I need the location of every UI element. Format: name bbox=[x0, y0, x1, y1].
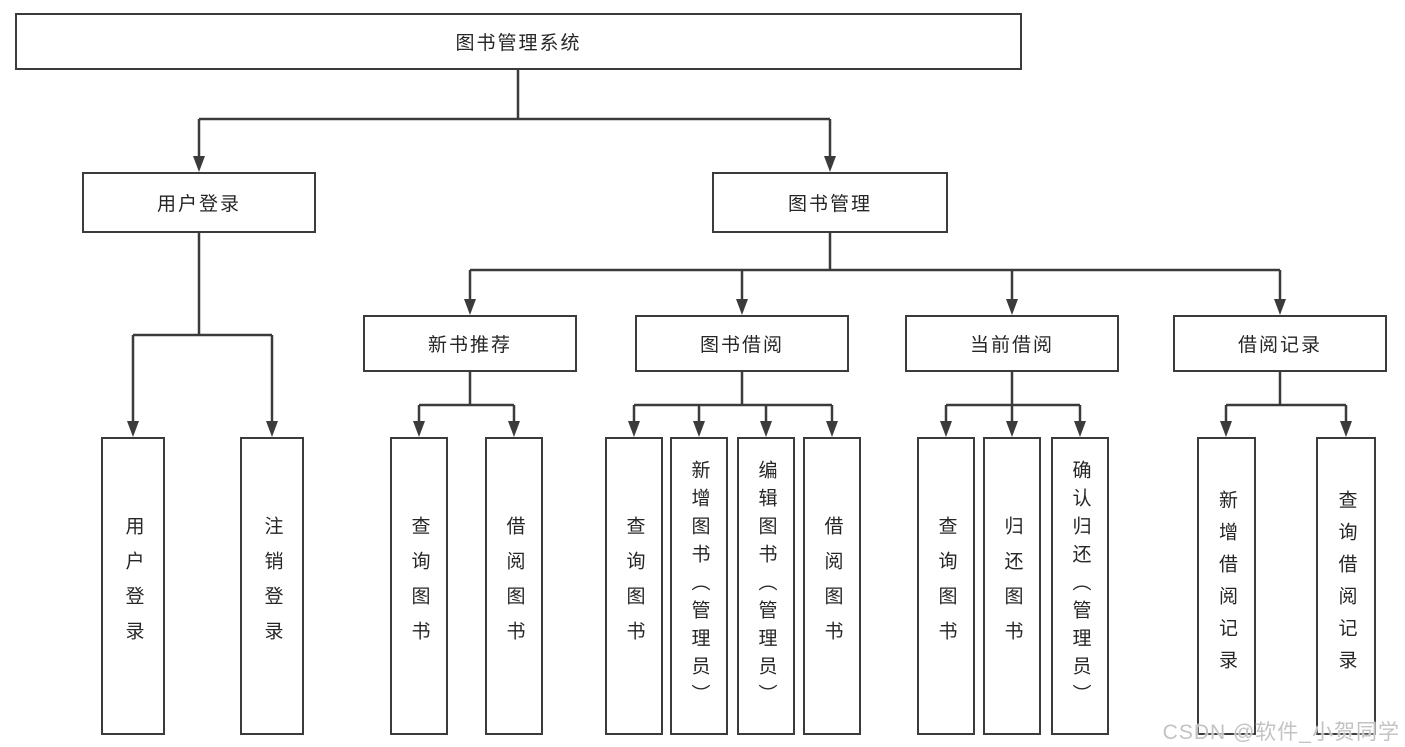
leaf-edit-books-admin: 编辑图书（管理员） bbox=[737, 437, 795, 735]
leaf-borrowing-query-books-label: 查询图书 bbox=[623, 516, 645, 656]
leaf-current-query-books-label: 查询图书 bbox=[935, 516, 957, 656]
leaf-confirm-return-admin-label: 确认归还（管理员） bbox=[1069, 460, 1091, 712]
arrowhead-icons bbox=[127, 156, 1352, 437]
leaf-query-borrow-record-label: 查询借阅记录 bbox=[1335, 490, 1357, 682]
node-root: 图书管理系统 bbox=[15, 13, 1022, 70]
leaf-query-borrow-record: 查询借阅记录 bbox=[1316, 437, 1376, 735]
node-book-management-label: 图书管理 bbox=[787, 194, 872, 215]
leaf-borrowing-borrow-books: 借阅图书 bbox=[803, 437, 861, 735]
node-borrowing-records: 借阅记录 bbox=[1173, 315, 1387, 372]
leaf-logout: 注销登录 bbox=[240, 437, 304, 735]
leaf-return-books-label: 归还图书 bbox=[1001, 516, 1023, 656]
node-book-management: 图书管理 bbox=[712, 172, 948, 233]
node-borrowing-records-label: 借阅记录 bbox=[1237, 335, 1322, 356]
node-user-login: 用户登录 bbox=[82, 172, 316, 233]
leaf-newbook-query-books: 查询图书 bbox=[390, 437, 448, 735]
leaf-user-login-label: 用户登录 bbox=[122, 516, 144, 656]
node-new-book-recommend: 新书推荐 bbox=[363, 315, 577, 372]
leaf-newbook-borrow-books-label: 借阅图书 bbox=[503, 516, 525, 656]
node-root-label: 图书管理系统 bbox=[455, 33, 582, 54]
leaf-borrowing-borrow-books-label: 借阅图书 bbox=[821, 516, 843, 656]
leaf-return-books: 归还图书 bbox=[983, 437, 1041, 735]
leaf-user-login: 用户登录 bbox=[101, 437, 165, 735]
node-book-borrowing-label: 图书借阅 bbox=[699, 335, 784, 356]
leaf-add-borrow-record-label: 新增借阅记录 bbox=[1216, 490, 1237, 682]
leaf-confirm-return-admin: 确认归还（管理员） bbox=[1051, 437, 1109, 735]
leaf-add-books-admin-label: 新增图书（管理员） bbox=[688, 460, 710, 712]
leaf-current-query-books: 查询图书 bbox=[917, 437, 975, 735]
leaf-logout-label: 注销登录 bbox=[261, 516, 283, 656]
node-current-borrowing-label: 当前借阅 bbox=[969, 335, 1054, 356]
node-new-book-recommend-label: 新书推荐 bbox=[427, 335, 512, 356]
node-user-login-label: 用户登录 bbox=[156, 194, 241, 215]
watermark: CSDN @软件_小贺同学 bbox=[1162, 721, 1400, 744]
leaf-newbook-query-books-label: 查询图书 bbox=[408, 516, 430, 656]
node-book-borrowing: 图书借阅 bbox=[635, 315, 849, 372]
node-current-borrowing: 当前借阅 bbox=[905, 315, 1119, 372]
leaf-add-books-admin: 新增图书（管理员） bbox=[670, 437, 728, 735]
leaf-add-borrow-record: 新增借阅记录 bbox=[1197, 437, 1256, 735]
leaf-newbook-borrow-books: 借阅图书 bbox=[485, 437, 543, 735]
leaf-borrowing-query-books: 查询图书 bbox=[605, 437, 663, 735]
leaf-edit-books-admin-label: 编辑图书（管理员） bbox=[755, 460, 777, 712]
